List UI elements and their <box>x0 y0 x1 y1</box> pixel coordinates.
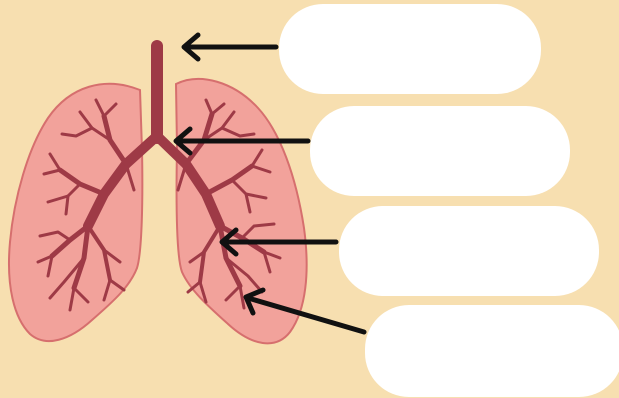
label-box-4[interactable] <box>365 305 619 397</box>
label-box-3[interactable] <box>339 206 599 296</box>
label-box-1[interactable] <box>279 4 541 94</box>
label-box-2[interactable] <box>310 106 570 196</box>
